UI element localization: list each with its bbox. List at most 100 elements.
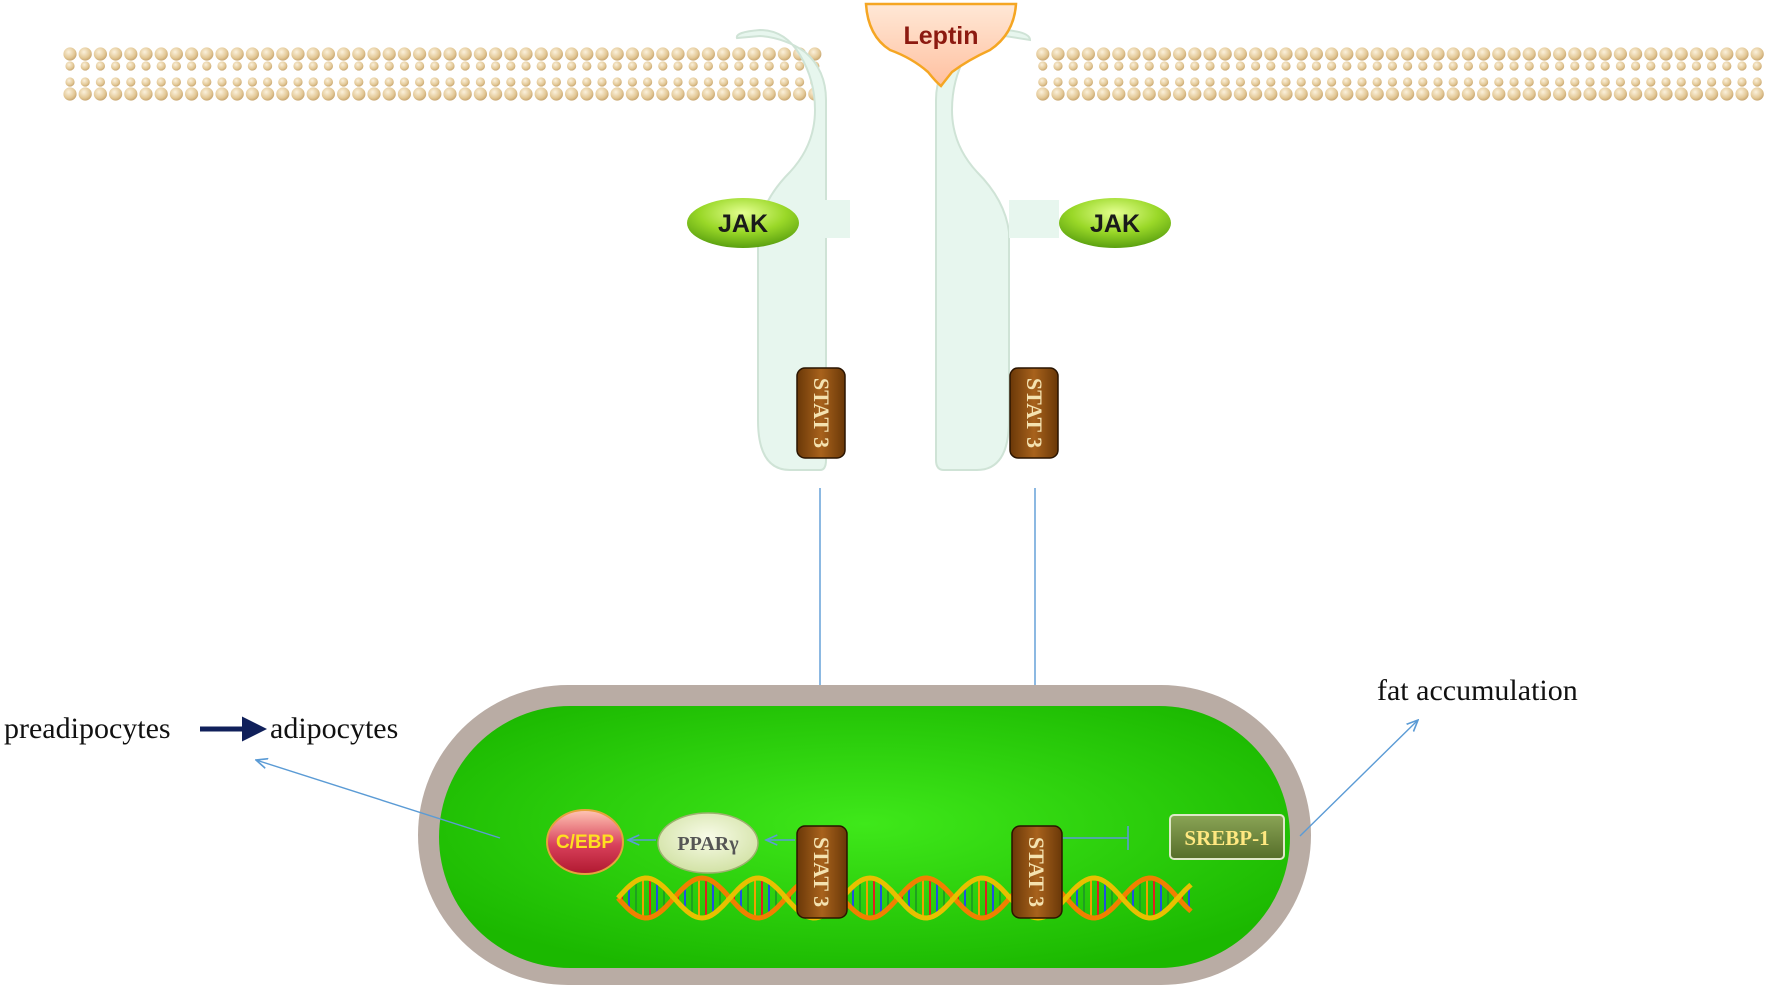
membrane-lipid-head — [536, 61, 546, 71]
jak-left: JAK — [687, 198, 799, 248]
membrane-lipid-head — [1066, 47, 1080, 61]
membrane-lipid-head — [641, 47, 655, 61]
membrane-lipid-head — [1631, 61, 1641, 71]
membrane-lipid-head — [491, 61, 501, 71]
stat3-nucleus-left-box — [796, 825, 848, 919]
membrane-lipid-head — [1157, 47, 1171, 61]
membrane-lipid-head — [1448, 77, 1458, 87]
cebp-label: C/EBP — [556, 832, 614, 853]
membrane-lipid-head — [1281, 61, 1291, 71]
membrane-lipid-head — [1568, 87, 1582, 101]
membrane-lipid-head — [369, 61, 379, 71]
membrane-lipid-head — [1720, 87, 1734, 101]
membrane-lipid-head — [1205, 77, 1215, 87]
membrane-lipid-head — [777, 87, 792, 101]
membrane-lipid-head — [1372, 77, 1382, 87]
membrane-lipid-head — [443, 47, 457, 61]
preadipocytes-label: preadipocytes — [4, 712, 171, 745]
membrane-lipid-head — [749, 61, 759, 71]
membrane-lipid-head — [595, 47, 609, 61]
membrane-lipid-head — [80, 61, 90, 71]
membrane-lipid-head — [1446, 47, 1460, 61]
membrane-lipid-head — [549, 47, 564, 61]
membrane-lipid-head — [200, 47, 214, 61]
membrane-lipid-head — [1294, 87, 1308, 101]
membrane-lipid-head — [551, 77, 562, 87]
membrane-lipid-head — [367, 87, 381, 101]
membrane-lipid-head — [308, 77, 318, 87]
srebp1: SREBP-1 — [1169, 814, 1285, 860]
membrane-lipid-head — [399, 61, 409, 71]
membrane-lipid-head — [1342, 77, 1352, 87]
membrane-lipid-head — [580, 87, 594, 101]
membrane-lipid-head — [1583, 47, 1597, 61]
membrane-lipid-head — [1355, 47, 1369, 61]
membrane-lipid-head — [109, 47, 123, 61]
membrane-lipid-head — [1461, 47, 1475, 61]
membrane-lipid-head — [1598, 47, 1612, 61]
membrane-lipid-head — [1722, 61, 1732, 71]
membrane-lipid-head — [1752, 61, 1762, 71]
jak-left-shape — [687, 198, 799, 248]
membrane-lipid-head — [1691, 77, 1701, 87]
membrane-lipid-head — [1112, 47, 1126, 61]
membrane-lipid-head — [597, 61, 607, 71]
membrane-lipid-head — [1615, 61, 1625, 71]
membrane-lipid-head — [245, 47, 259, 61]
membrane-lipid-head — [187, 61, 197, 71]
membrane-lipid-head — [1750, 47, 1764, 61]
membrane-lipid-head — [78, 47, 92, 61]
membrane-lipid-head — [63, 47, 77, 61]
membrane-lipid-head — [232, 61, 242, 71]
membrane-lipid-head — [1099, 61, 1109, 71]
membrane-lipid-head — [764, 77, 774, 87]
membrane-lipid-head — [1553, 47, 1567, 61]
membrane-lipid-head — [1157, 87, 1171, 101]
membrane-lipid-head — [1646, 77, 1656, 87]
membrane-lipid-head — [445, 77, 455, 87]
membrane-lipid-head — [171, 77, 181, 87]
membrane-lipid-head — [1296, 77, 1306, 87]
membrane-lipid-head — [1387, 77, 1397, 87]
dna-strand — [616, 875, 1193, 921]
membrane-lipid-head — [1112, 87, 1126, 101]
receptor-left-arm — [800, 200, 850, 238]
membrane-lipid-head — [1461, 87, 1475, 101]
membrane-lipid-head — [354, 61, 364, 71]
membrane-lipid-head — [1159, 77, 1169, 87]
membrane-lipid-head — [1631, 77, 1641, 87]
membrane-lipid-head — [1142, 47, 1156, 61]
membrane-lipid-head — [1674, 47, 1688, 61]
membrane-lipid-head — [1613, 47, 1627, 61]
membrane-lipid-head — [506, 61, 516, 71]
membrane-lipid-head — [1083, 77, 1093, 87]
membrane-lipid-head — [126, 77, 136, 87]
membrane-lipid-head — [1539, 61, 1549, 71]
membrane-lipid-head — [1522, 87, 1536, 101]
leptin-shape — [864, 2, 1018, 88]
membrane-lipid-head — [65, 61, 75, 71]
membrane-lipid-head — [1279, 47, 1293, 61]
membrane-lipid-head — [1433, 77, 1443, 87]
membrane-lipid-head — [1309, 47, 1323, 61]
membrane-lipid-head — [612, 77, 622, 87]
membrane-lipid-head — [354, 77, 364, 87]
membrane-lipid-head — [1264, 47, 1278, 61]
membrane-lipid-head — [1750, 87, 1764, 101]
membrane-lipid-head — [749, 77, 759, 87]
membrane-lipid-head — [1659, 87, 1673, 101]
membrane-lipid-head — [534, 87, 548, 101]
membrane-lipid-head — [1735, 47, 1749, 61]
membrane-lipid-head — [413, 47, 427, 61]
membrane-lipid-head — [565, 47, 579, 61]
membrane-lipid-head — [1370, 47, 1384, 61]
membrane-lipid-head — [627, 61, 638, 71]
cell-membrane — [63, 47, 1764, 101]
membrane-lipid-head — [1175, 77, 1185, 87]
membrane-lipid-head — [582, 77, 592, 87]
stat3-receptor-right: STAT 3 — [1009, 367, 1059, 459]
membrane-lipid-head — [1251, 61, 1261, 71]
membrane-lipid-head — [1613, 87, 1627, 101]
membrane-lipid-head — [1387, 61, 1397, 71]
membrane-lipid-head — [78, 87, 92, 101]
